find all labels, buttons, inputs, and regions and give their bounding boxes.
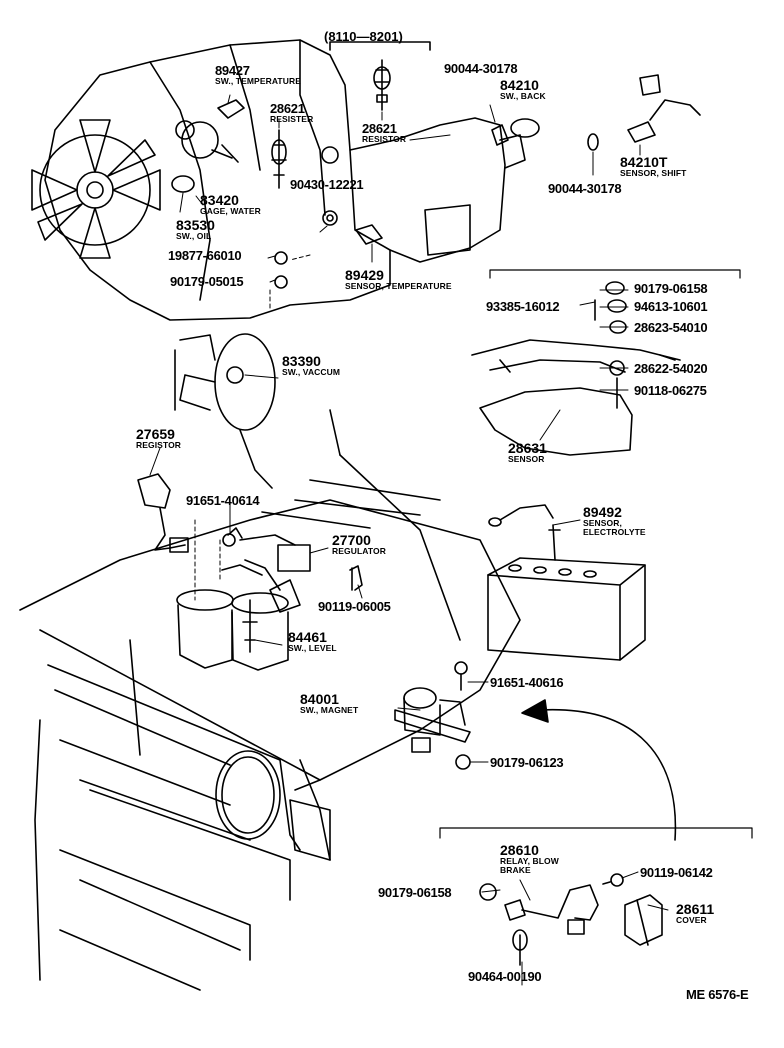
part-number: 28610	[500, 842, 539, 858]
part-number: 83420	[200, 192, 239, 208]
part-89429: 89429 SENSOR, TEMPERATURE	[345, 268, 452, 291]
part-number: 84210	[500, 77, 539, 93]
part-90179-06158-b: 90179-06158	[378, 885, 452, 900]
part-83420: 83420 GAGE, WATER	[200, 193, 261, 216]
part-name: RELAY, BLOW BRAKE	[500, 856, 559, 875]
part-90118-06275: 90118-06275	[634, 383, 707, 398]
part-number: 27659	[136, 426, 175, 442]
part-28621-b: 28621 RESISTOR	[362, 122, 406, 144]
part-94613-10601: 94613-10601	[634, 299, 708, 314]
part-name: REGULATOR	[332, 546, 386, 556]
magnet-switch	[394, 687, 471, 753]
part-90179-05015: 90179-05015	[170, 274, 244, 289]
part-28611: 28611 COVER	[676, 902, 714, 925]
part-28622-54020: 28622-54020	[634, 361, 708, 376]
engine-block	[44, 39, 526, 321]
part-93385-16012: 93385-16012	[486, 299, 560, 314]
part-91651-40616: 91651-40616	[490, 675, 564, 690]
part-name: RESISTOR	[362, 134, 407, 144]
leader-lines	[179, 94, 641, 283]
part-84210: 84210 SW., BACK	[500, 78, 546, 101]
part-number: 84461	[288, 629, 327, 645]
part-84210t: 84210T SENSOR, SHIFT	[620, 155, 686, 178]
part-19877-66010: 19877-66010	[168, 248, 242, 263]
resistor-27659	[137, 473, 189, 553]
headlight	[215, 750, 281, 840]
battery	[487, 504, 646, 661]
part-number: 84001	[300, 691, 339, 707]
part-number: 83530	[176, 217, 215, 233]
small-fasteners	[222, 533, 471, 770]
part-90430-12221: 90430-12221	[290, 177, 364, 192]
part-number: 89492	[583, 504, 622, 520]
part-number: 83390	[282, 353, 321, 369]
brake-fluid-tank	[176, 589, 289, 671]
part-83390: 83390 SW., VACCUM	[282, 354, 340, 377]
part-91651-40614: 91651-40614	[186, 493, 260, 508]
part-name: SENSOR, TEMPERATURE	[345, 281, 452, 291]
part-number: 89427	[215, 63, 250, 78]
part-84461: 84461 SW., LEVEL	[288, 630, 337, 653]
sensor-assembly	[471, 269, 741, 456]
part-name: SENSOR	[508, 454, 545, 464]
part-90464-00190: 90464-00190	[468, 969, 542, 984]
part-number: 84210T	[620, 154, 668, 170]
part-28610: 28610 RELAY, BLOW BRAKE	[500, 843, 584, 874]
part-name: SW., MAGNET	[300, 705, 359, 715]
part-27659: 27659 REGISTOR	[136, 427, 181, 450]
brake-booster	[174, 333, 276, 489]
part-name: SW., LEVEL	[288, 643, 337, 653]
part-90044-30178-a: 90044-30178	[444, 61, 518, 76]
part-name: SW., VACCUM	[282, 367, 341, 377]
part-number: 28631	[508, 440, 547, 456]
part-name: GAGE, WATER	[200, 206, 261, 216]
part-90119-06142: 90119-06142	[640, 865, 713, 880]
car-body	[19, 409, 521, 991]
dashed-leaders	[194, 254, 311, 601]
leader-lines-lower	[149, 289, 669, 986]
part-number: 27700	[332, 532, 371, 548]
part-90179-06158-a: 90179-06158	[634, 281, 708, 296]
part-90179-06123: 90179-06123	[490, 755, 564, 770]
group-bracket	[329, 41, 431, 51]
part-28631: 28631 SENSOR	[508, 441, 547, 464]
part-name: SENSOR, SHIFT	[620, 168, 687, 178]
part-number: 28621	[362, 121, 397, 136]
part-name: SW., TEMPERATURE	[215, 76, 301, 86]
part-28621-a: 28621 RESISTER	[270, 102, 313, 124]
part-89492: 89492 SENSOR, ELECTROLYTE	[583, 505, 673, 536]
part-83530: 83530 SW., OIL	[176, 218, 215, 241]
fan-icon	[31, 119, 161, 259]
part-name: COVER	[676, 915, 707, 925]
part-84001: 84001 SW., MAGNET	[300, 692, 358, 715]
arrow-icon	[521, 699, 677, 841]
part-name: SW., BACK	[500, 91, 546, 101]
engine-switches	[171, 59, 701, 289]
part-89427: 89427 SW., TEMPERATURE	[215, 64, 301, 86]
group-label: (8110—8201)	[324, 29, 403, 44]
diagram-code: ME 6576-E	[686, 987, 749, 1002]
part-name: SENSOR, ELECTROLYTE	[583, 518, 646, 537]
part-number: 28611	[676, 901, 715, 917]
part-number: 89429	[345, 267, 384, 283]
part-27700: 27700 REGULATOR	[332, 533, 386, 556]
relay-assembly	[439, 827, 753, 966]
part-number: 28621	[270, 101, 305, 116]
part-name: SW., OIL	[176, 231, 212, 241]
part-name: RESISTER	[270, 114, 314, 124]
part-28623-54010: 28623-54010	[634, 320, 708, 335]
part-90044-30178-b: 90044-30178	[548, 181, 622, 196]
part-name: REGISTOR	[136, 440, 182, 450]
part-90119-06005: 90119-06005	[318, 599, 391, 614]
